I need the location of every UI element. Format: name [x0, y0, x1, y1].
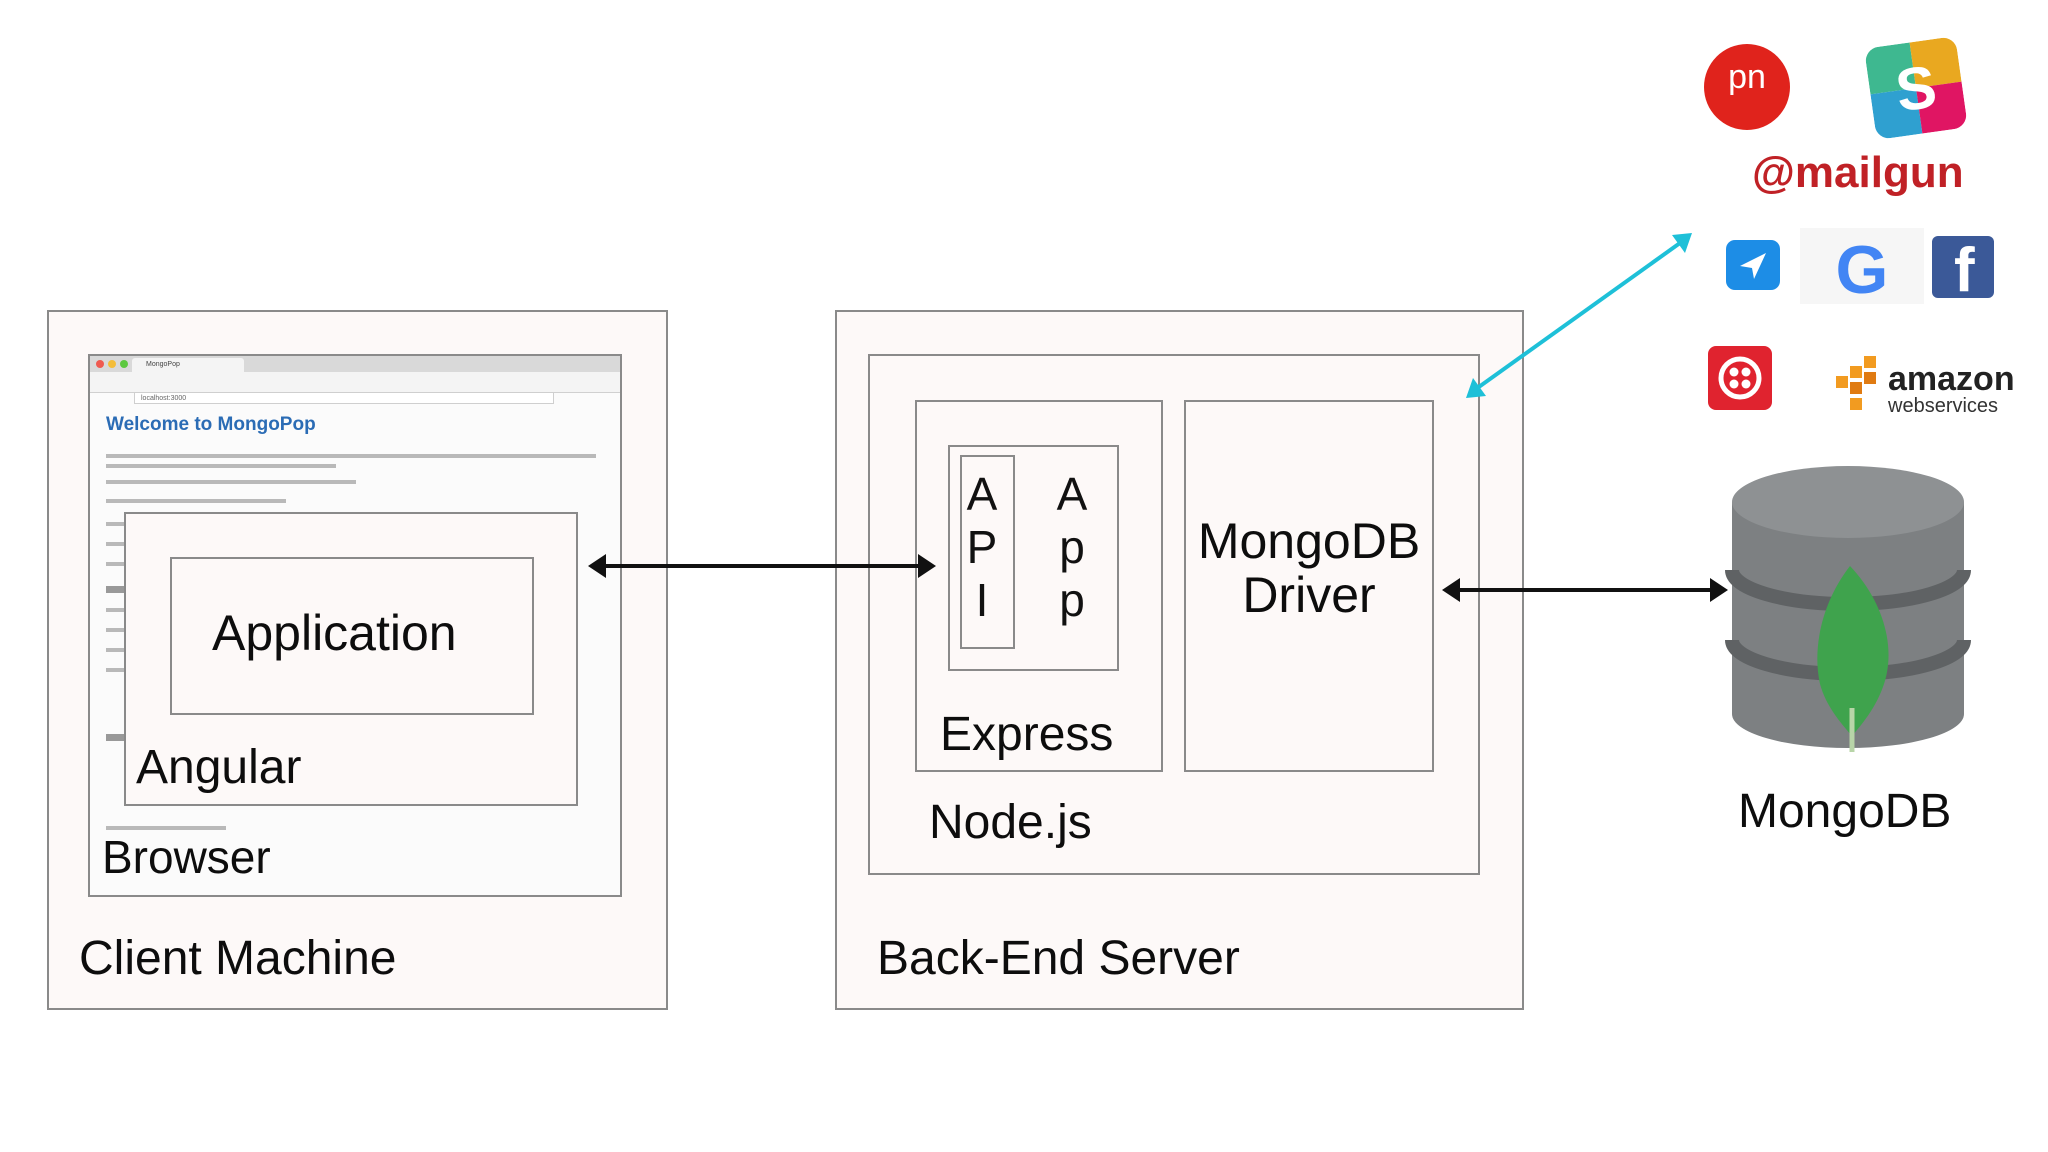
placeholder-text-line	[106, 562, 124, 566]
placeholder-text-line	[106, 628, 124, 632]
placeholder-text-line	[106, 480, 356, 484]
server-to-services-arrow	[1466, 233, 1692, 398]
placeholder-text-line	[106, 648, 124, 652]
aws-cubes-icon	[1834, 350, 1882, 414]
placeholder-text-line	[106, 522, 124, 526]
api-vertical-label: A P I	[952, 468, 1012, 627]
mongodb-driver-box	[1184, 400, 1434, 772]
browser-tab: MongoPop	[132, 358, 244, 372]
app-letter: p	[1059, 521, 1085, 573]
application-label: Application	[212, 605, 457, 661]
google-logo: G	[1800, 228, 1924, 308]
placeholder-text-line	[106, 586, 126, 593]
app-vertical-label: A p p	[1042, 468, 1102, 627]
back-end-server-label: Back-End Server	[877, 932, 1240, 985]
api-box	[960, 455, 1015, 649]
app-letter: A	[1056, 468, 1088, 520]
client-machine-label: Client Machine	[79, 932, 397, 985]
placeholder-text-line	[106, 608, 124, 612]
placeholder-text-line	[106, 454, 596, 458]
browser-url: localhost:3000	[134, 392, 554, 404]
browser-label: Browser	[102, 831, 271, 883]
browser-address-bar: localhost:3000	[90, 372, 620, 404]
application-box	[170, 557, 534, 715]
browser-page-heading: Welcome to MongoPop	[106, 414, 316, 435]
close-dot-icon	[96, 360, 104, 368]
api-letter: P	[966, 521, 998, 573]
mailgun-logo: @mailgun	[1752, 148, 1964, 197]
twilio-logo	[1708, 346, 1772, 410]
driver-to-mongodb-arrow	[1442, 578, 1728, 602]
placeholder-text-line	[106, 542, 124, 546]
minimize-dot-icon	[108, 360, 116, 368]
placeholder-text-line	[106, 668, 124, 672]
mongodb-label: MongoDB	[1738, 785, 1952, 838]
api-letter: I	[975, 574, 989, 626]
mongodb-driver-line-2: Driver	[1242, 567, 1376, 623]
aws-amazon-wordmark: amazon	[1888, 360, 2015, 398]
placeholder-text-line	[106, 499, 286, 503]
google-logo-text: G	[1835, 232, 1889, 308]
mongodb-driver-line-1: MongoDB	[1197, 513, 1421, 569]
placeholder-text-line	[106, 464, 336, 468]
facebook-logo: f	[1932, 236, 1994, 298]
send-arrow-icon	[1726, 240, 1780, 290]
api-letter: A	[966, 468, 998, 520]
placeholder-text-line	[106, 826, 226, 830]
angular-label: Angular	[136, 741, 302, 794]
app-letter: p	[1059, 574, 1085, 626]
slack-logo-text: S	[1891, 52, 1941, 125]
pubnub-logo: pn	[1704, 44, 1790, 130]
aws-logo-text: amazon webservices	[1888, 362, 2015, 416]
maximize-dot-icon	[120, 360, 128, 368]
browser-to-express-arrow	[588, 554, 936, 578]
facebook-logo-text: f	[1954, 236, 1975, 299]
mongodb-driver-label: MongoDB Driver	[1184, 514, 1434, 622]
nodejs-label: Node.js	[929, 796, 1092, 849]
mongodb-database-icon	[1725, 466, 1971, 752]
placeholder-text-line	[106, 734, 126, 741]
slack-logo: S	[1864, 36, 1968, 140]
pubnub-logo-text: pn	[1728, 58, 1766, 96]
aws-webservices-wordmark: webservices	[1888, 395, 1999, 417]
express-label: Express	[940, 708, 1114, 761]
